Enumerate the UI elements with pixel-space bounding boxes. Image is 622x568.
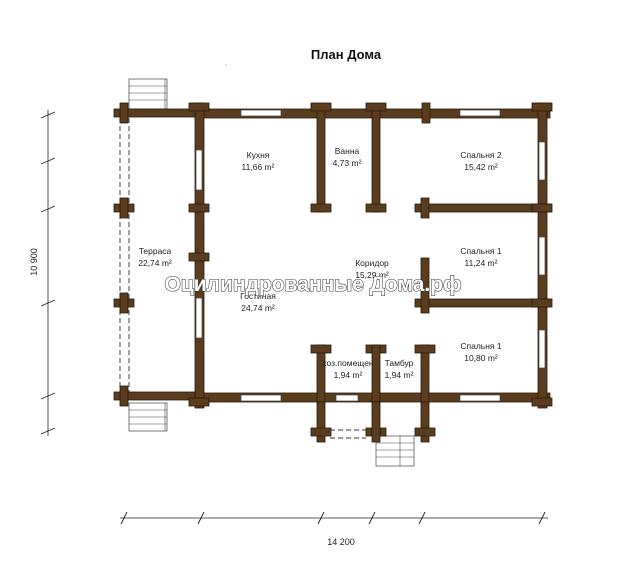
room-bedroom-1b: Спальня 1 10,80 m² <box>460 341 502 363</box>
room-kitchen: Кухня 11,66 m² <box>242 150 275 172</box>
entrance-stairs <box>375 435 415 467</box>
svg-text:4,73 m²: 4,73 m² <box>333 158 362 168</box>
svg-text:Тамбур: Тамбур <box>385 358 414 368</box>
svg-text:Гостиная: Гостиная <box>240 291 276 301</box>
room-bath: Ванна 4,73 m² <box>333 146 362 168</box>
porch-outline <box>330 429 366 439</box>
svg-text:10,80 m²: 10,80 m² <box>464 353 498 363</box>
svg-text:1,94 m²: 1,94 m² <box>334 370 363 380</box>
svg-text:Спальня 1: Спальня 1 <box>460 246 502 256</box>
room-living: Гостиная 24,74 m² <box>240 291 276 313</box>
svg-text:Ванна: Ванна <box>335 146 360 156</box>
svg-text:Терраса: Терраса <box>139 246 172 256</box>
svg-text:15,42 m²: 15,42 m² <box>464 162 498 172</box>
svg-text:24,74 m²: 24,74 m² <box>241 303 275 313</box>
dimension-width: 14 200 <box>120 511 548 547</box>
room-bedroom-2: Спальня 2 15,42 m² <box>460 150 502 172</box>
svg-text:Спальня 2: Спальня 2 <box>460 150 502 160</box>
svg-text:Коридор: Коридор <box>355 258 389 268</box>
svg-text:22,74 m²: 22,74 m² <box>138 258 172 268</box>
room-utility: хоз.помещен 1,94 m² <box>322 358 374 380</box>
room-terrace: Терраса 22,74 m² <box>138 246 172 268</box>
svg-text:15,29 m²: 15,29 m² <box>355 270 389 280</box>
plan-title: План Дома <box>311 47 382 62</box>
svg-text:Кухня: Кухня <box>247 150 270 160</box>
svg-text:Спальня 1: Спальня 1 <box>460 341 502 351</box>
dimension-height-label: 10 900 <box>29 248 39 276</box>
terrace-stairs-bottom <box>128 402 168 432</box>
dimension-width-label: 14 200 <box>327 537 355 547</box>
terrace-stairs-top <box>128 78 168 110</box>
terrace-outline <box>119 118 130 392</box>
room-vestibule: Тамбур 1,94 m² <box>385 358 414 380</box>
svg-text:11,24 m²: 11,24 m² <box>465 258 498 268</box>
room-bedroom-1a: Спальня 1 11,24 m² <box>460 246 502 268</box>
svg-text:хоз.помещен: хоз.помещен <box>322 358 374 368</box>
svg-text:11,66 m²: 11,66 m² <box>242 162 275 172</box>
dimension-height: 10 900 <box>29 110 56 436</box>
room-corridor: Коридор 15,29 m² <box>355 258 389 280</box>
watermark-text: Оцилиндрованные Дома.рф <box>165 273 462 296</box>
windows <box>195 109 546 402</box>
svg-text:1,94 m²: 1,94 m² <box>385 370 414 380</box>
